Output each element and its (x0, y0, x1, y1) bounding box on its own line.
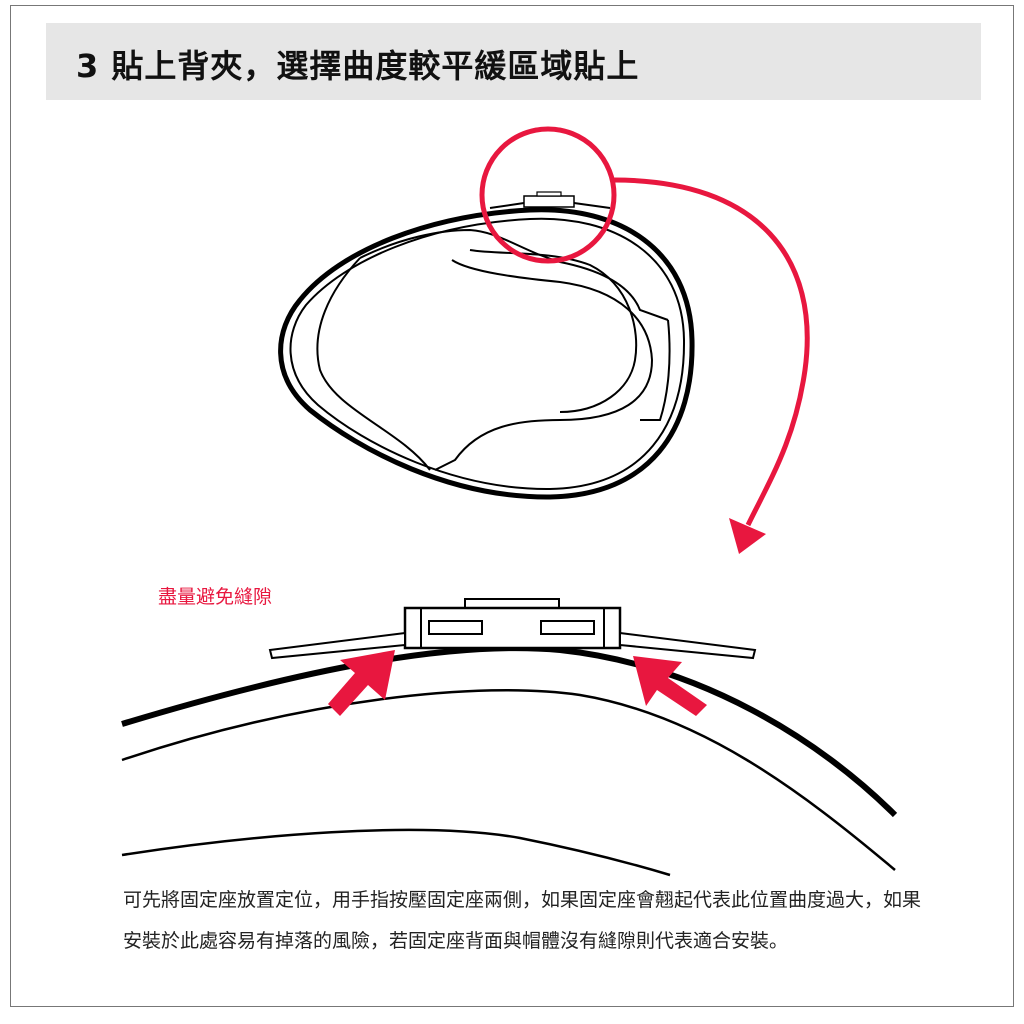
zoom-arrowhead-icon (729, 518, 766, 554)
page-frame (10, 5, 1014, 1007)
zoom-arrow (613, 177, 810, 527)
step-title: 3 貼上背夾，選擇曲度較平緩區域貼上 (76, 47, 640, 85)
step-header: 3 貼上背夾，選擇曲度較平緩區域貼上 (46, 23, 981, 100)
mount-side-view (268, 598, 757, 660)
instruction-text: 可先將固定座放置定位，用手指按壓固定座兩側，如果固定座會翹起代表此位置曲度過大，… (123, 889, 922, 952)
helmet-top-view (278, 191, 695, 500)
gap-arrow-left-icon (328, 650, 395, 716)
highlight-circle (479, 126, 617, 264)
gap-arrow-right-icon (633, 656, 707, 716)
helmet-side-view (121, 645, 898, 877)
gap-warning-label: 盡量避免縫隙 (158, 586, 273, 608)
